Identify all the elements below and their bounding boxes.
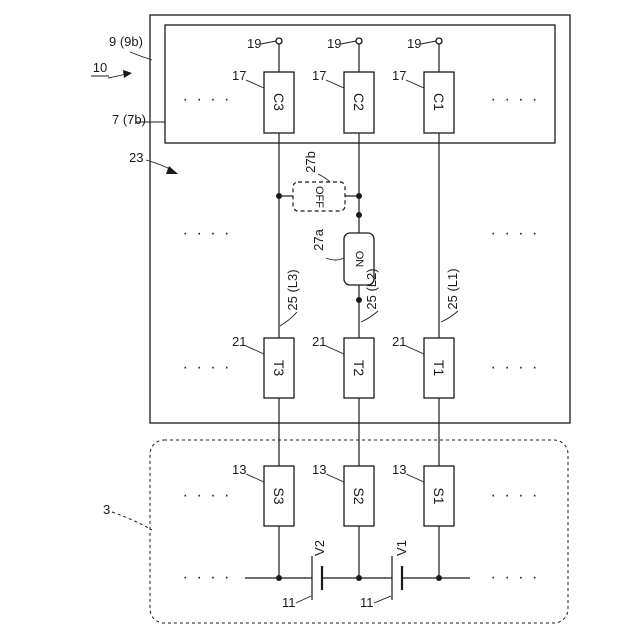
ellipsis-right-2: · · · · xyxy=(491,225,540,242)
switch-on-ref-label: 27a xyxy=(311,228,326,250)
on-switch-label: ON xyxy=(353,251,365,268)
source-s2-label: S2 xyxy=(351,487,367,504)
terminal-3 xyxy=(276,38,282,44)
transistor-ref-3: 21 xyxy=(232,334,246,349)
ellipsis-left-3: · · · · xyxy=(183,359,232,376)
cell-c1-label: C1 xyxy=(431,93,447,111)
junction-bus-1 xyxy=(436,575,442,581)
source-s3-label: S3 xyxy=(271,487,287,504)
ellipsis-right-4: · · · · xyxy=(491,487,540,504)
line-label-l2: 25 (L2) xyxy=(364,268,379,309)
line-label-l1: 25 (L1) xyxy=(445,268,460,309)
ellipsis-left-4: · · · · xyxy=(183,487,232,504)
terminal-ref-2: 19 xyxy=(327,36,341,51)
transistor-ref-2: 21 xyxy=(312,334,326,349)
source-unit-leader xyxy=(112,512,152,530)
source-ref-3: 13 xyxy=(232,462,246,477)
junction-on-top xyxy=(356,212,362,218)
ellipsis-right-1: · · · · xyxy=(491,91,540,108)
transistor-t3-label: T3 xyxy=(271,360,287,377)
ellipsis-right-5: · · · · xyxy=(491,569,540,586)
terminal-ref-1: 19 xyxy=(407,36,421,51)
source-s1-label: S1 xyxy=(431,487,447,504)
terminal-2 xyxy=(356,38,362,44)
junction-off-right xyxy=(356,193,362,199)
region-label: 23 xyxy=(129,150,143,165)
source-ref-1: 13 xyxy=(392,462,406,477)
switch-off-ref-label: 27b xyxy=(303,151,318,173)
transistor-t1-label: T1 xyxy=(431,360,447,377)
junction-bus-2 xyxy=(356,575,362,581)
ellipsis-left-2: · · · · xyxy=(183,225,232,242)
transistor-ref-1: 21 xyxy=(392,334,406,349)
ellipsis-left-1: · · · · xyxy=(183,91,232,108)
cell-ref-2: 17 xyxy=(312,68,326,83)
terminal-ref-3: 19 xyxy=(247,36,261,51)
inner-box-label: 7 (7b) xyxy=(112,112,146,127)
source-ref-2: 13 xyxy=(312,462,326,477)
ellipsis-right-3: · · · · xyxy=(491,359,540,376)
battery-ref-2: 11 xyxy=(282,595,296,610)
region-arrowhead xyxy=(166,166,178,174)
terminal-1 xyxy=(436,38,442,44)
junction-off-left xyxy=(276,193,282,199)
battery-ref-1: 11 xyxy=(360,595,374,610)
voltage-v2-label: V2 xyxy=(312,540,327,556)
ellipsis-left-5: · · · · xyxy=(183,569,232,586)
outer-box-leader xyxy=(130,52,152,60)
transistor-t2-label: T2 xyxy=(351,360,367,377)
cell-c3-label: C3 xyxy=(271,93,287,111)
cell-ref-1: 17 xyxy=(392,68,406,83)
line-label-l3: 25 (L3) xyxy=(285,269,300,310)
outer-box-label: 9 (9b) xyxy=(109,34,143,49)
junction-bus-3 xyxy=(276,575,282,581)
cell-c2-label: C2 xyxy=(351,93,367,111)
cell-ref-3: 17 xyxy=(232,68,246,83)
voltage-v1-label: V1 xyxy=(394,540,409,556)
source-unit-label: 3 xyxy=(103,502,110,517)
device-ref-arrow xyxy=(108,74,126,78)
device-ref-arrowhead xyxy=(123,70,132,78)
device-ref-label: 10 xyxy=(93,60,107,75)
junction-on-bottom xyxy=(356,297,362,303)
off-switch-label: OFF xyxy=(313,186,325,208)
